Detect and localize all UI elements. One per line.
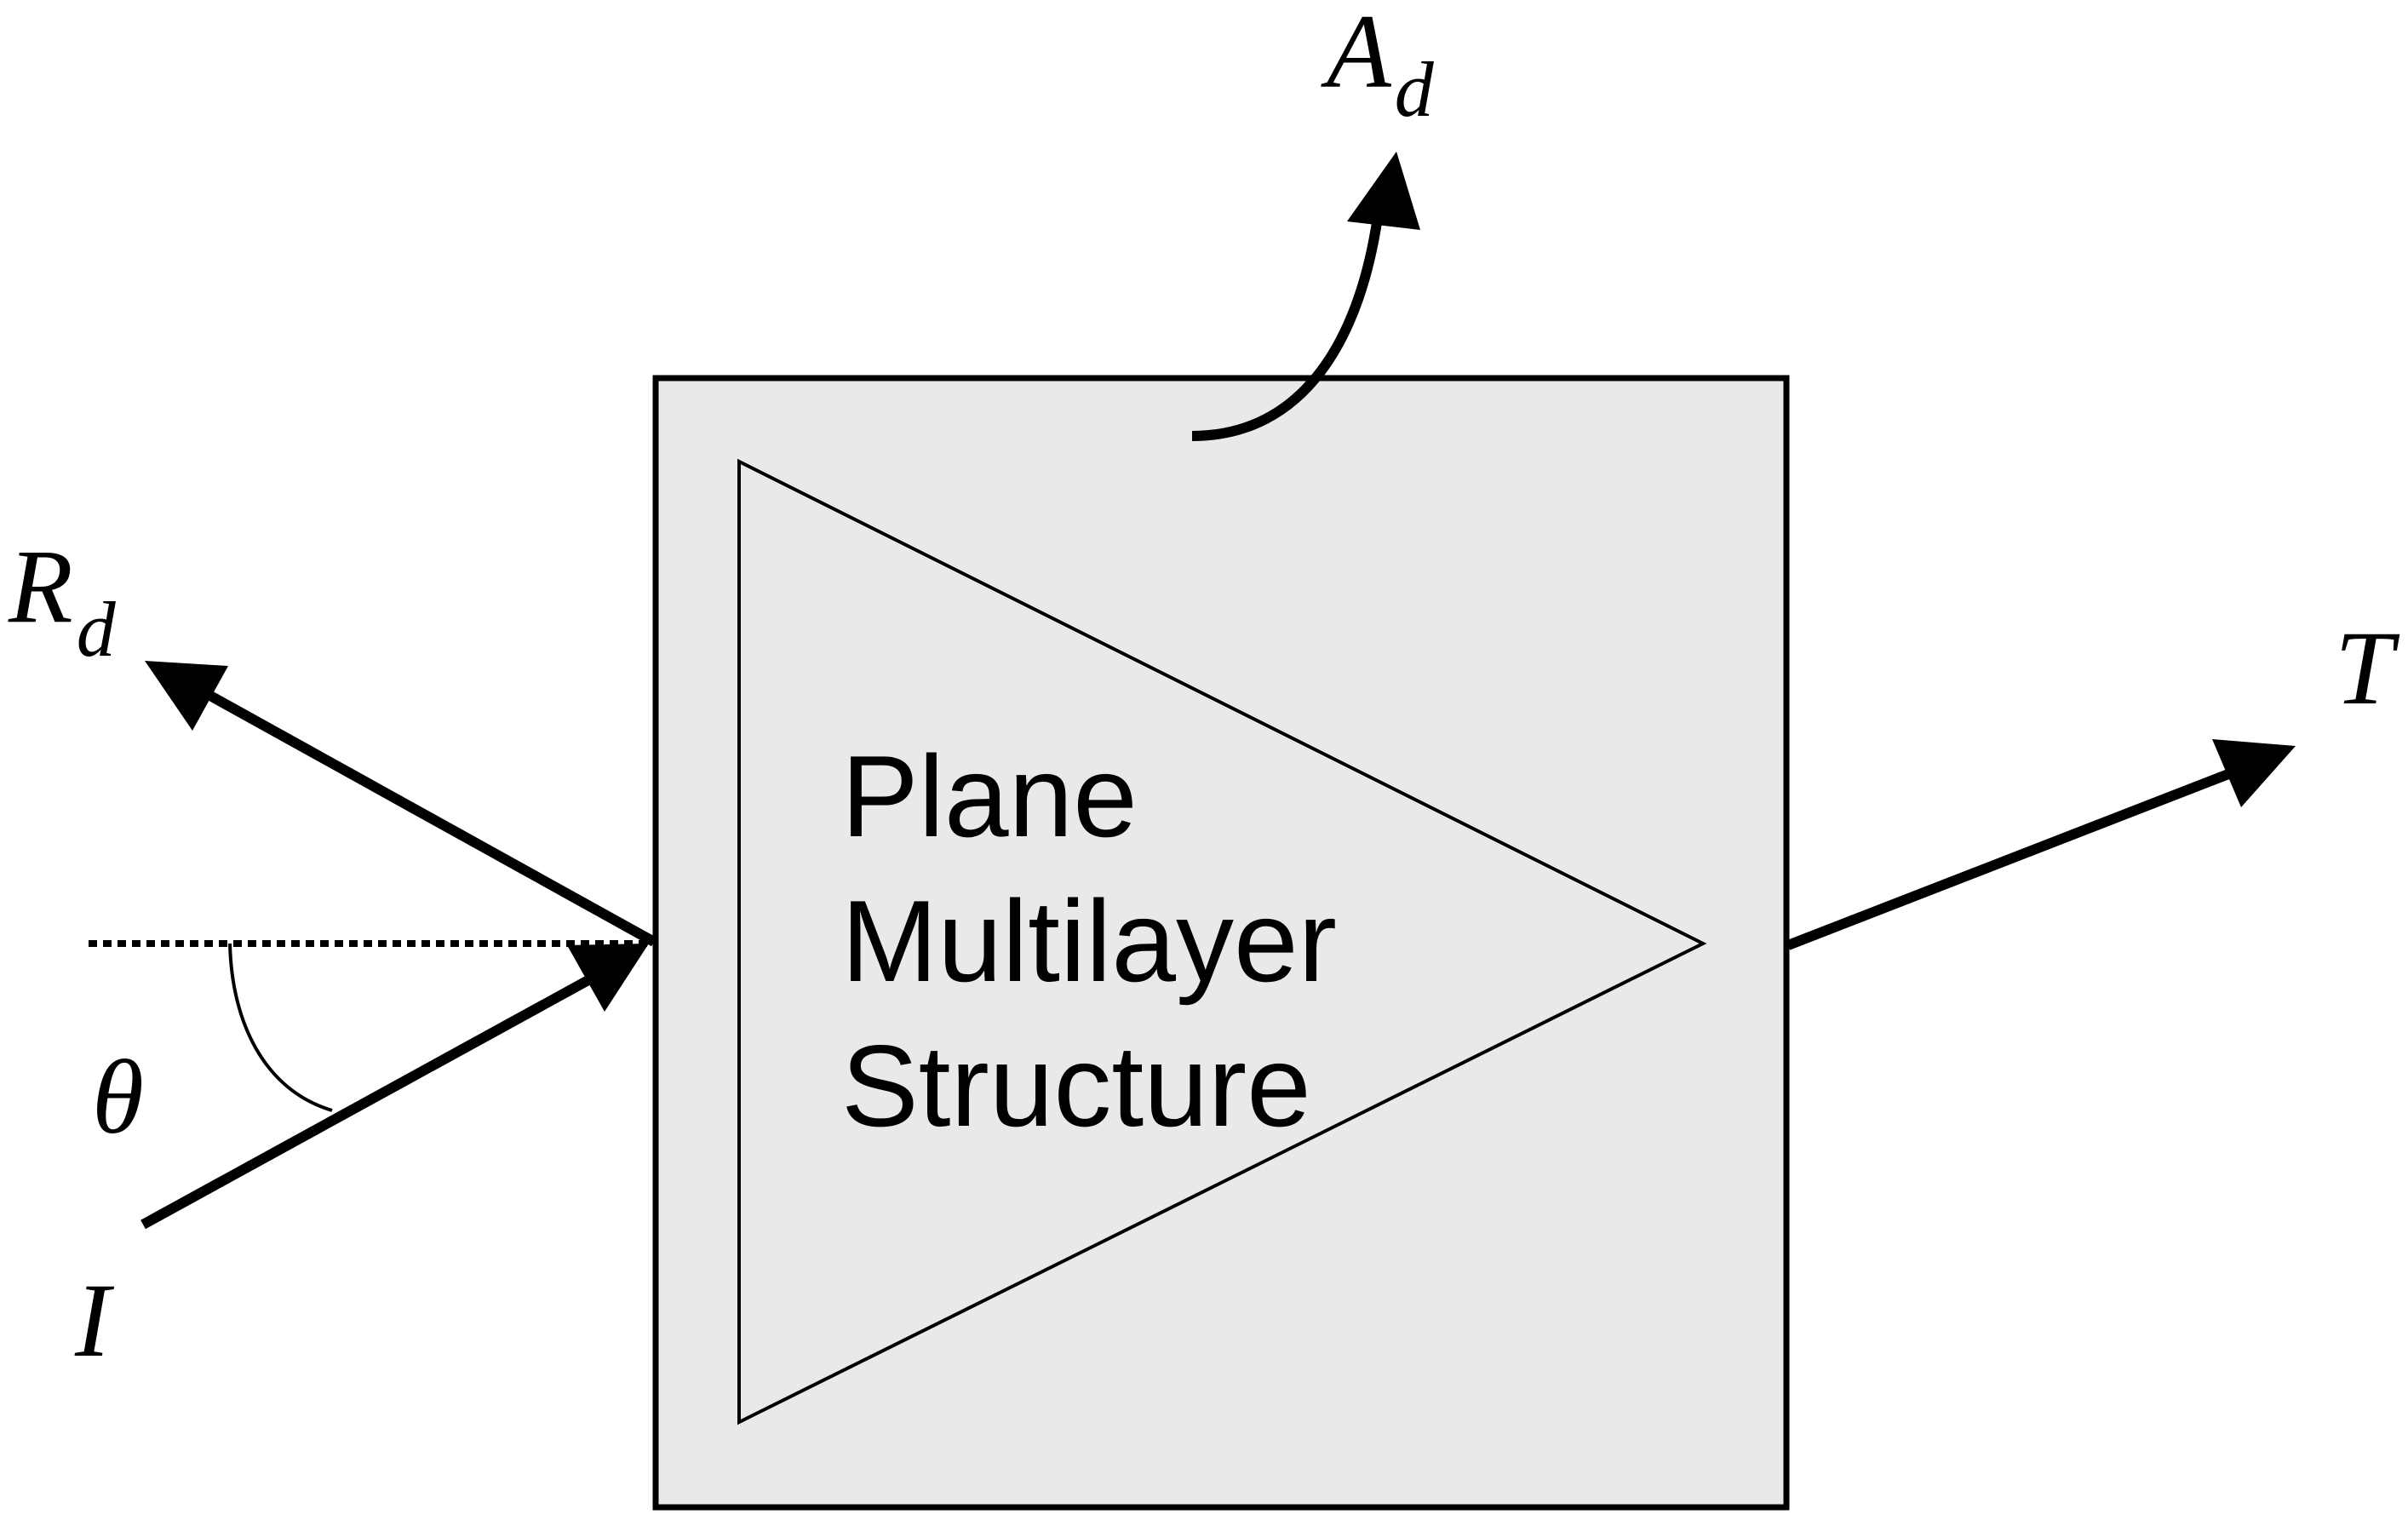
absorbed-arrowhead (1347, 152, 1420, 230)
absorbed-label: Ad (1321, 0, 1435, 133)
structure-label-line-1: Plane (841, 731, 1138, 861)
structure-label: Plane Multilayer Structure (841, 731, 1369, 1150)
reflected-label-main: R (8, 528, 73, 645)
incident-ray (140, 944, 649, 1230)
structure-label-line-2: Multilayer (841, 876, 1337, 1006)
transmitted-ray (1786, 739, 2296, 950)
structure-box (652, 375, 1790, 1511)
transmitted-label: T (2335, 610, 2400, 726)
reflected-ray-shaft (200, 686, 656, 947)
transmitted-ray-shaft (1786, 765, 2242, 950)
absorbed-label-sub: d (1395, 46, 1435, 133)
reflected-arrowhead (145, 661, 228, 731)
structure-label-line-3: Structure (841, 1021, 1311, 1150)
absorbed-label-main: A (1321, 0, 1392, 110)
reflected-label-sub: d (77, 586, 117, 673)
structure-triangle (737, 458, 1707, 1426)
incident-arrowhead (567, 944, 649, 1012)
angle-label: θ (92, 1039, 144, 1156)
absorbed-ray (1191, 152, 1420, 441)
incident-ray-shaft (140, 971, 599, 1230)
transmitted-arrowhead (2212, 739, 2296, 807)
incident-label: I (74, 1262, 115, 1379)
reflected-ray (145, 661, 656, 947)
absorbed-ray-curve (1191, 204, 1385, 441)
angle-arc (228, 943, 333, 1112)
reflected-label: Rd (8, 528, 117, 673)
